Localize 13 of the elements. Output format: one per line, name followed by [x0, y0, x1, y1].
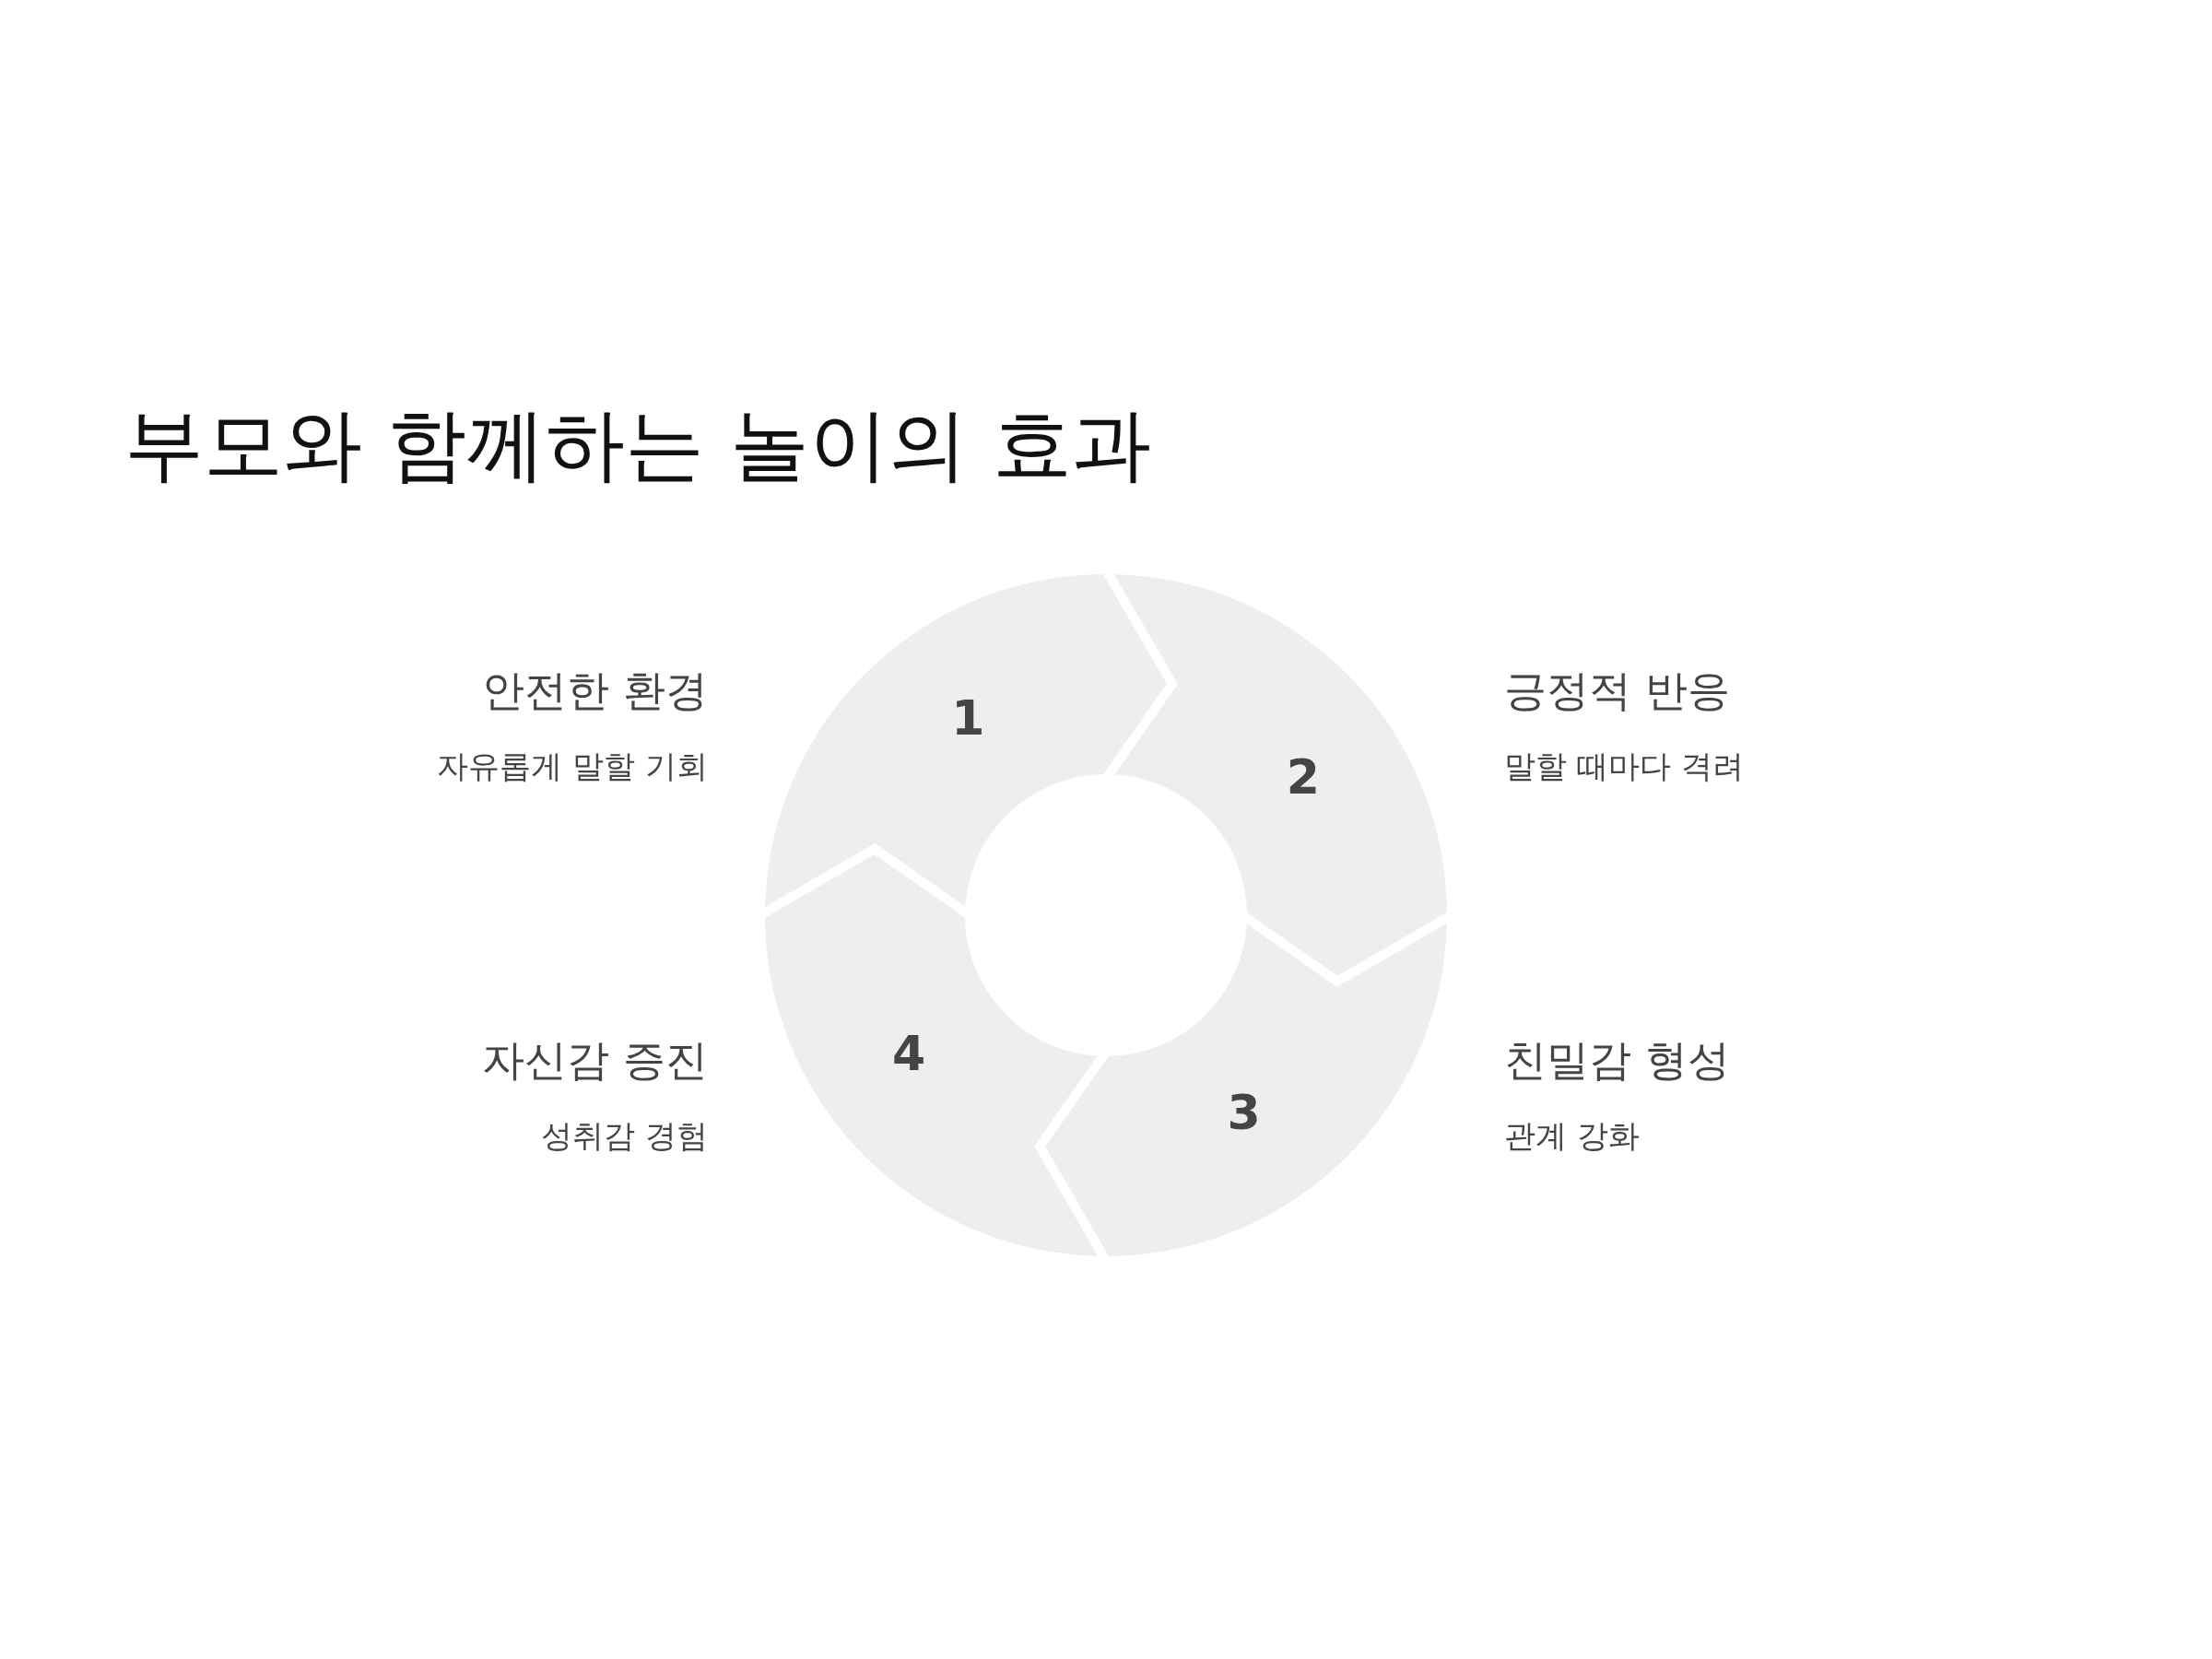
step-heading: 긍정적 반응 [1504, 665, 1730, 717]
step-description: 관계 강화 [1504, 1116, 1640, 1156]
step-number: 3 [1227, 1088, 1261, 1136]
step-description: 말할 때마다 격려 [1504, 747, 1744, 786]
step-description: 자유롭게 말할 기회 [437, 747, 708, 786]
step-heading: 자신감 증진 [482, 1034, 708, 1087]
step-number: 2 [1286, 753, 1320, 802]
title: 부모와 함께하는 놀이의 효과 [124, 397, 1151, 492]
step-description: 성취감 경험 [541, 1116, 708, 1156]
step-heading: 안전한 환경 [482, 665, 708, 717]
step-heading: 친밀감 형성 [1504, 1034, 1730, 1087]
step-number: 1 [951, 694, 985, 743]
step-number: 4 [892, 1029, 926, 1077]
